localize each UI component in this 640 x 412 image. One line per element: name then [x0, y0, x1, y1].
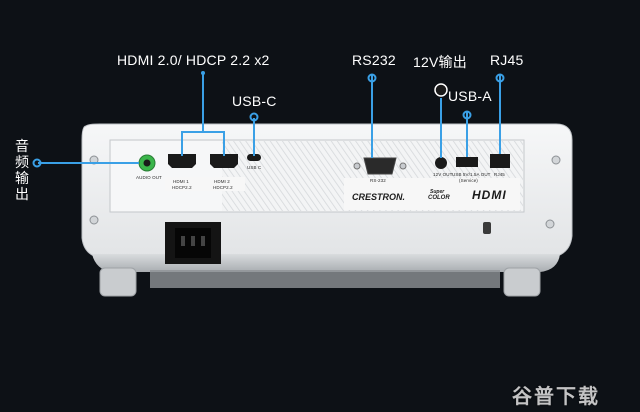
- label-usb-a: USB 5V/1.5A OUT: [452, 172, 491, 177]
- hdmi-port-1: [168, 154, 196, 168]
- io-panel-plain: [111, 141, 222, 211]
- usb-c-port: [247, 154, 261, 161]
- supercolor-logo-bottom: COLOR: [428, 195, 450, 201]
- screw-right-top: [551, 155, 561, 165]
- screw-right-bottom: [545, 219, 555, 229]
- screw-left-bottom: [89, 215, 99, 225]
- label-rs232: RS-232: [370, 178, 386, 183]
- callout-usb-a: USB-A: [448, 88, 492, 104]
- rj45-port: [490, 154, 510, 168]
- label-usb-a-service: (Service): [459, 178, 478, 183]
- callout-usb-c: USB-C: [232, 93, 277, 109]
- right-foot: [503, 267, 541, 297]
- projector-base: [92, 254, 560, 272]
- usb-a-port: [456, 157, 478, 167]
- callout-rs232: RS232: [352, 52, 396, 68]
- left-foot: [99, 267, 137, 297]
- security-slot: [483, 222, 491, 234]
- hdmi-port-2: [210, 154, 238, 168]
- callout-12v: 12V输出: [413, 54, 467, 70]
- label-audio-out: AUDIO OUT: [136, 175, 162, 180]
- label-rj45: RJ45: [494, 172, 505, 177]
- rs232-port: [363, 157, 397, 175]
- label-hdmi1: HDMI 1: [173, 179, 189, 184]
- supercolor-logo-top: Super: [430, 189, 445, 195]
- dc-12v-port: [435, 157, 447, 169]
- bottom-shadow: [150, 270, 500, 288]
- leader-endpoints: [32, 71, 505, 168]
- leader-lines: [38, 74, 501, 164]
- brand-label-strip: [344, 178, 520, 210]
- callout-hdmi: HDMI 2.0/ HDCP 2.2 x2: [117, 52, 270, 68]
- label-hdmi2: HDMI 2: [214, 179, 230, 184]
- hdmi-logo: HDMI: [472, 188, 507, 202]
- label-hdmi1-hdcp: HDCP2.2: [172, 185, 192, 190]
- callout-rj45: RJ45: [490, 52, 524, 68]
- callout-audio-out: 音频输出: [15, 138, 29, 202]
- hdmi-label-strip: [165, 177, 245, 191]
- crestron-logo: CRESTRON.: [352, 192, 406, 202]
- label-usb-c: USB C: [247, 165, 262, 170]
- label-hdmi2-hdcp: HDCP2.2: [213, 185, 233, 190]
- leader-hdmi: [181, 74, 225, 156]
- watermark: 谷普下载: [512, 384, 600, 408]
- label-12v: 12V OUT: [433, 172, 453, 177]
